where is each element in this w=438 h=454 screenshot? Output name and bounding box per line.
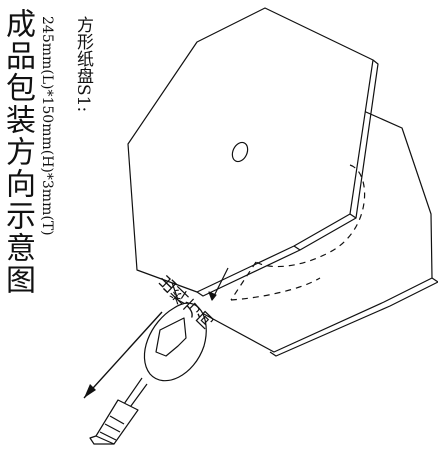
center-hole [231,141,249,163]
front-tray-edge [196,59,379,297]
hidden-reel [255,164,366,268]
tray-dimensions: 245mm(L)*150mm(H)*3mm(T) [39,16,55,236]
tray-name: 方形纸盘S1: [73,16,93,113]
product-reel [89,302,207,445]
exit-arrow [83,311,163,399]
back-tray-edge [269,277,438,357]
diagram-title: 成品包装方向示意图 [0,8,35,296]
